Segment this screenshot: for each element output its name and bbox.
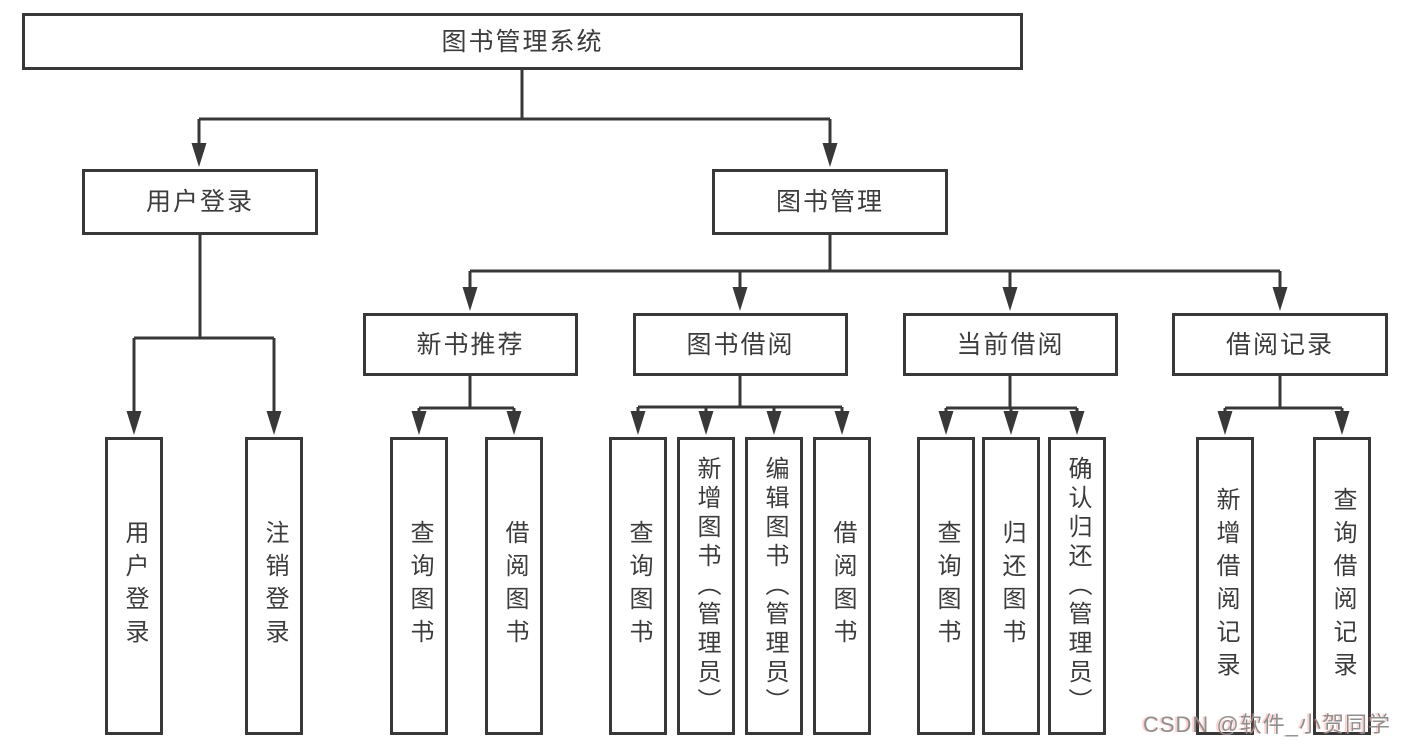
- node-label: 当前借阅: [956, 330, 1065, 359]
- node-label: 查询图书: [406, 520, 433, 652]
- node-book-borrowing: 图书借阅: [633, 313, 848, 376]
- node-label: 归还图书: [998, 520, 1025, 652]
- node-leaf-add-borrow-record: 新增借阅记录: [1196, 437, 1254, 735]
- node-label: 借阅记录: [1225, 330, 1334, 359]
- new-book-recommendation-connector: [411, 376, 522, 435]
- node-label: 查询图书: [933, 520, 960, 652]
- node-library-management-system: 图书管理系统: [22, 13, 1023, 70]
- node-leaf-query-books-borrowing: 查询图书: [609, 437, 667, 735]
- arrowhead: [462, 287, 478, 311]
- book-management-connector: [462, 235, 1288, 311]
- node-leaf-borrow-books-recommend: 借阅图书: [485, 437, 543, 735]
- node-leaf-query-books-current: 查询图书: [917, 437, 975, 735]
- node-label: 查询借阅记录: [1329, 487, 1356, 685]
- arrowhead: [1272, 287, 1288, 311]
- node-label: 图书管理: [775, 188, 884, 216]
- arrowhead: [1003, 411, 1019, 435]
- node-user-login: 用户登录: [82, 169, 318, 235]
- node-leaf-confirm-return-admin: 确认归还（管理员）: [1048, 437, 1106, 735]
- node-leaf-borrow-books: 借阅图书: [813, 437, 871, 735]
- arrowhead: [1334, 411, 1350, 435]
- node-label: 查询图书: [625, 520, 652, 652]
- arrowhead: [126, 411, 142, 435]
- arrowhead: [834, 411, 850, 435]
- node-label: 借阅图书: [829, 520, 856, 652]
- node-label: 用户登录: [121, 520, 148, 652]
- node-label: 新增图书（管理员）: [693, 455, 720, 717]
- node-leaf-return-books: 归还图书: [982, 437, 1040, 735]
- node-leaf-logout: 注销登录: [245, 437, 303, 735]
- borrowing-records-connector: [1217, 376, 1350, 435]
- node-label: 图书管理系统: [441, 27, 604, 56]
- arrowhead: [1217, 411, 1233, 435]
- arrowhead: [822, 143, 838, 167]
- node-label: 借阅图书: [501, 520, 528, 652]
- node-borrowing-records: 借阅记录: [1172, 313, 1388, 376]
- node-label: 确认归还（管理员）: [1064, 455, 1091, 717]
- arrowhead: [266, 411, 282, 435]
- arrowhead: [630, 411, 646, 435]
- book-borrowing-connector: [630, 376, 850, 435]
- arrowhead: [1002, 287, 1018, 311]
- node-book-management: 图书管理: [712, 169, 948, 235]
- arrowhead: [938, 411, 954, 435]
- node-label: 注销登录: [261, 520, 288, 652]
- node-label: 新书推荐: [416, 330, 525, 359]
- node-current-borrowing: 当前借阅: [903, 313, 1118, 376]
- node-label: 图书借阅: [686, 330, 795, 359]
- node-leaf-query-borrow-record: 查询借阅记录: [1313, 437, 1371, 735]
- current-borrowing-connector: [938, 376, 1085, 435]
- root-connector: [191, 70, 838, 167]
- node-leaf-user-login: 用户登录: [105, 437, 163, 735]
- csdn-watermark: CSDN @软件_小贺同学: [1142, 712, 1391, 737]
- arrowhead: [506, 411, 522, 435]
- arrowhead: [1069, 411, 1085, 435]
- arrowhead: [411, 411, 427, 435]
- node-label: 用户登录: [145, 188, 254, 216]
- arrowhead: [698, 411, 714, 435]
- arrowhead: [732, 287, 748, 311]
- node-leaf-query-books-recommend: 查询图书: [390, 437, 448, 735]
- node-leaf-edit-books-admin: 编辑图书（管理员）: [745, 437, 803, 735]
- node-leaf-add-books-admin: 新增图书（管理员）: [677, 437, 735, 735]
- node-new-book-recommendation: 新书推荐: [363, 313, 578, 376]
- node-label: 编辑图书（管理员）: [761, 455, 788, 717]
- node-label: 新增借阅记录: [1212, 487, 1239, 685]
- arrowhead: [191, 143, 207, 167]
- arrowhead: [766, 411, 782, 435]
- user-login-connector: [126, 235, 282, 435]
